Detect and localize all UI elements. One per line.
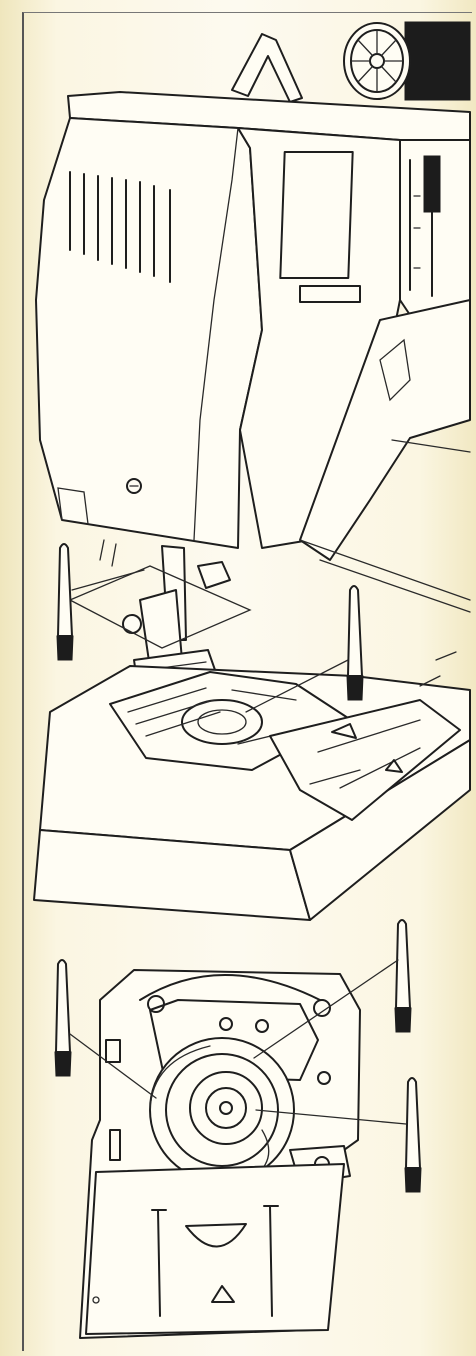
spool-pin: [232, 34, 302, 102]
thread-spool-icon: [344, 22, 470, 100]
machine-bed: [34, 652, 470, 920]
machine-head: [36, 92, 470, 612]
bobbin-area-closeup: [80, 970, 360, 1338]
cleaning-brush-icon: [57, 544, 144, 660]
